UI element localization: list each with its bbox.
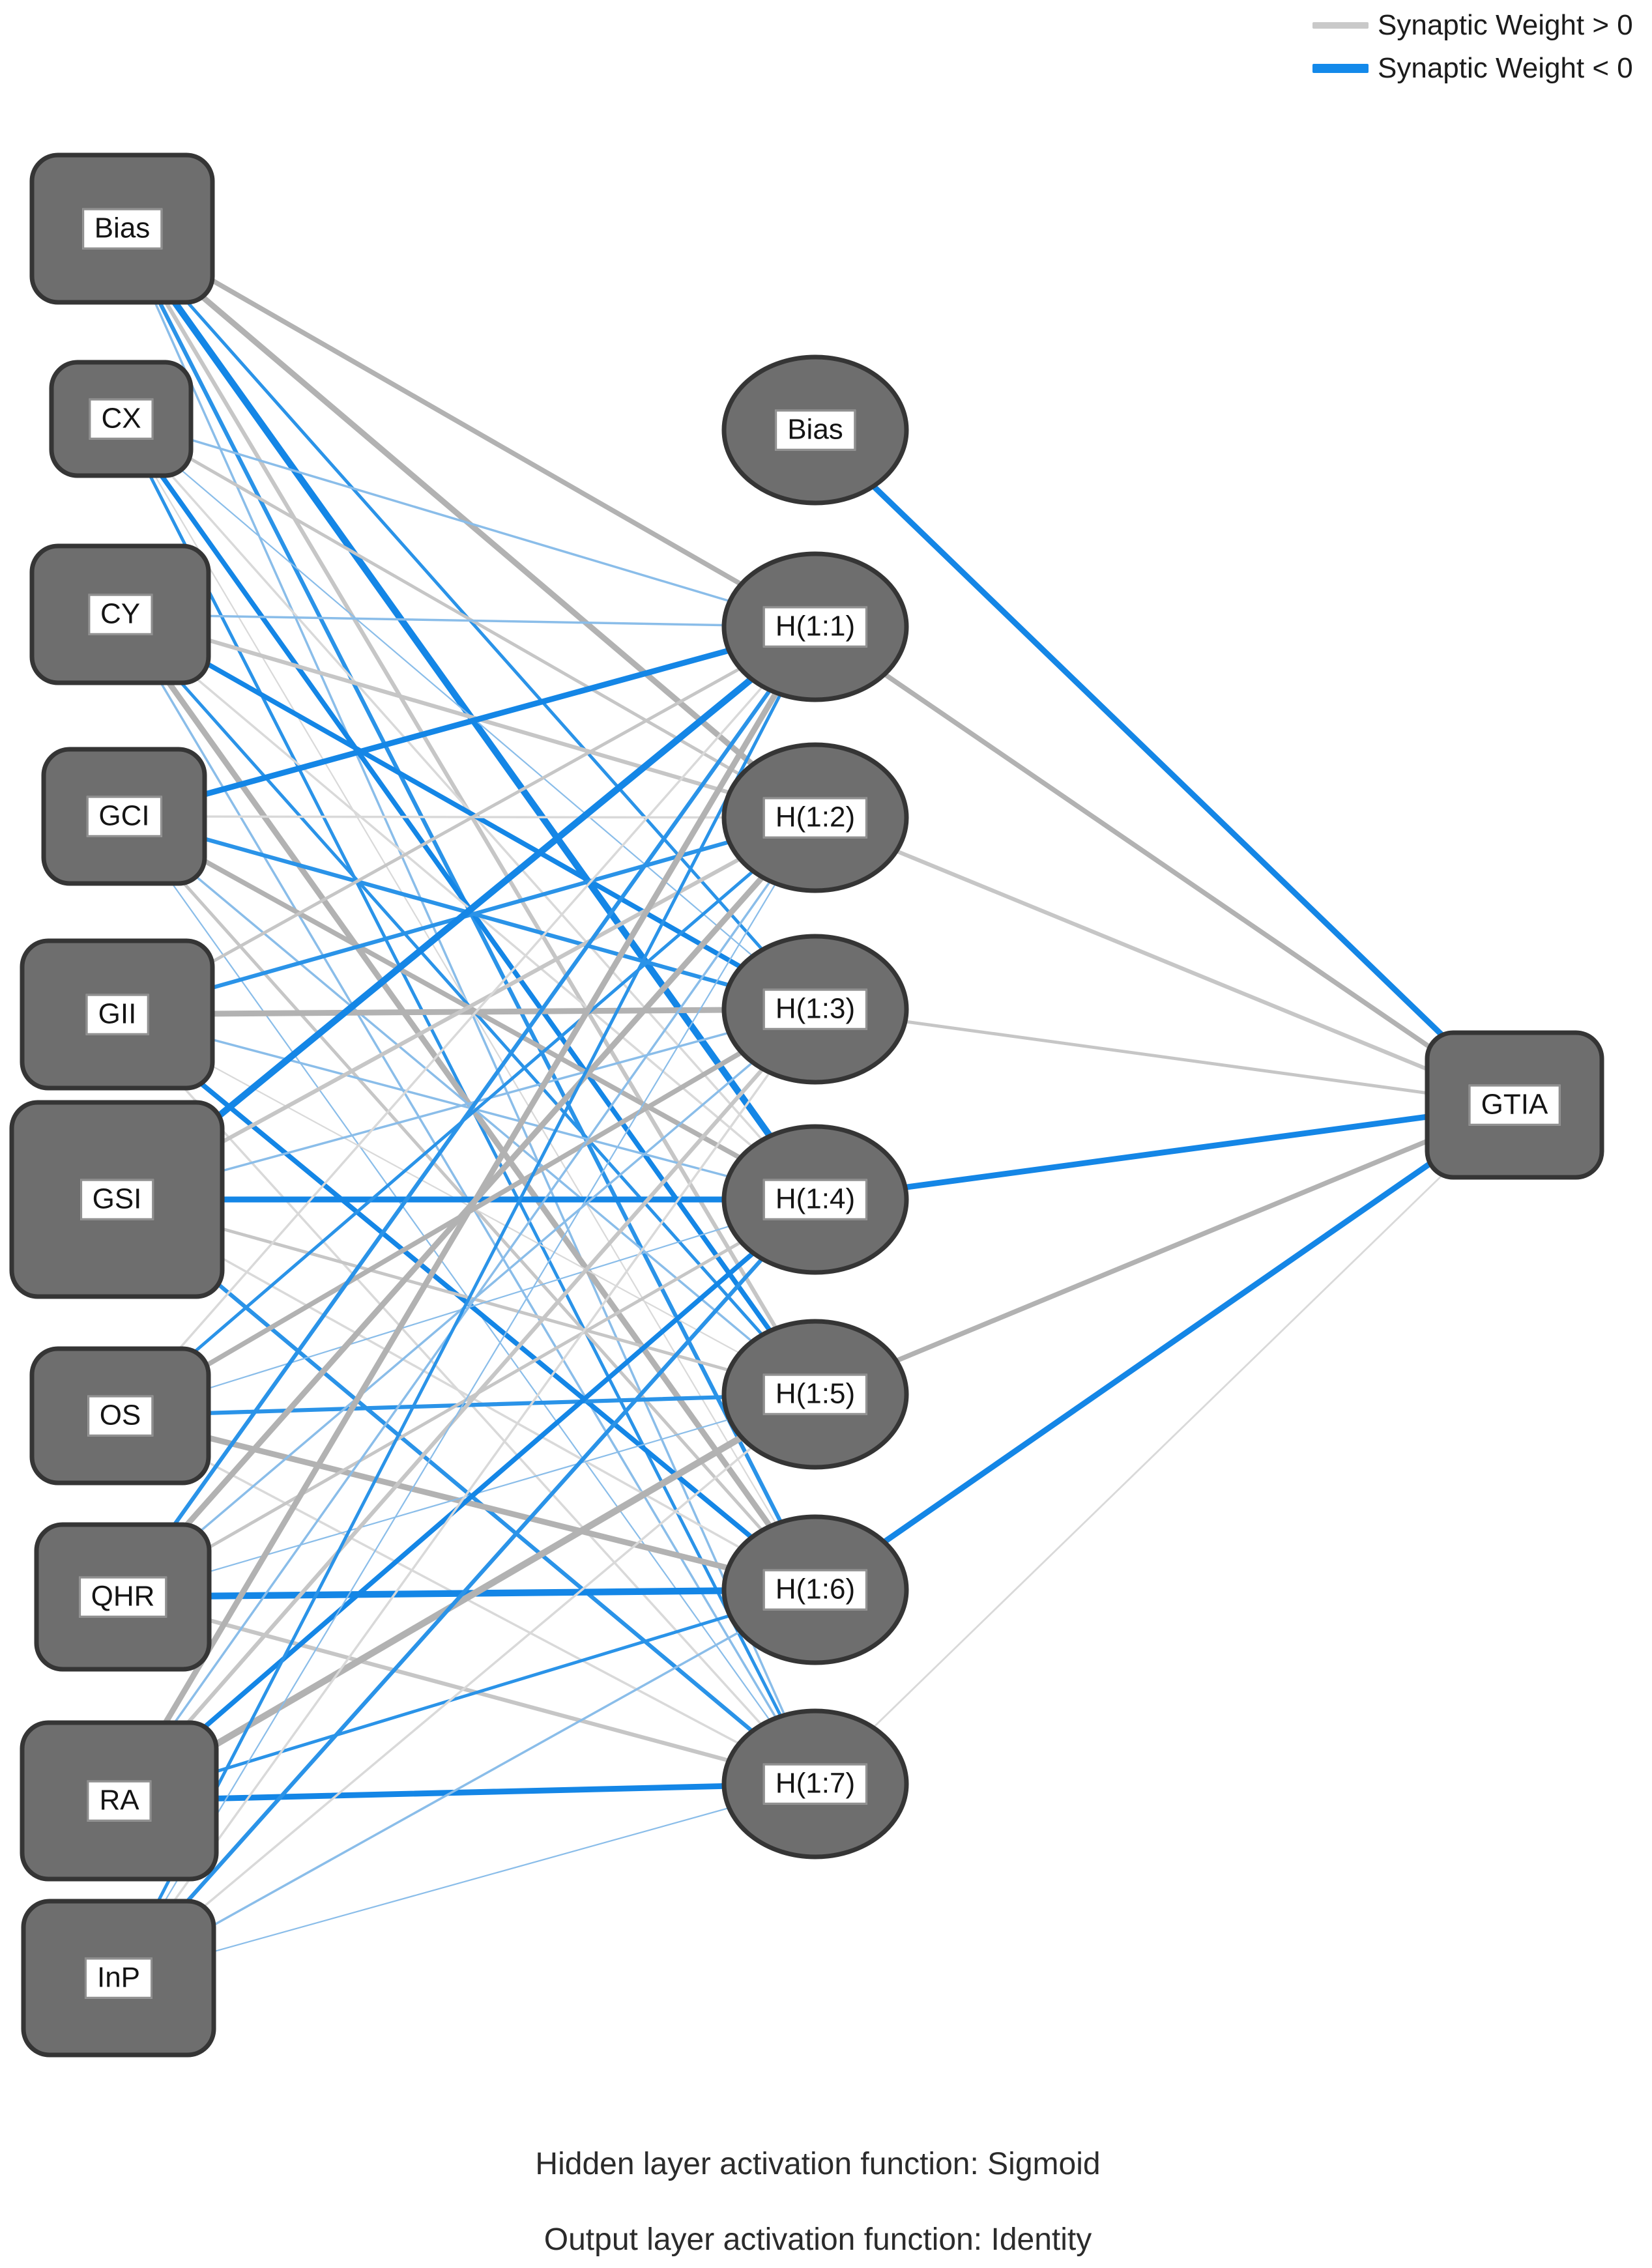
- synapse-input-hidden-line: [113, 623, 819, 1203]
- synapse-input-hidden-line: [119, 625, 817, 1417]
- synapse-input-hidden-line: [115, 1198, 817, 1591]
- synapse-input-hidden-line: [120, 418, 817, 1201]
- synapse-hidden-output-line: [812, 1102, 1518, 1203]
- synapse-input-hidden-line: [117, 1007, 818, 1803]
- synapse-hidden-output-line: [812, 427, 1518, 1108]
- synapse-input-hidden-line: [115, 815, 818, 1202]
- synapse-input-hidden-line: [115, 1390, 819, 1805]
- legend: Synaptic Weight > 0 Synaptic Weight < 0: [1312, 9, 1633, 85]
- input-node-ra: [20, 1720, 219, 1882]
- input-node-inp: [21, 1899, 216, 2058]
- input-node-cx: [49, 360, 194, 478]
- synapse-input-hidden-line: [116, 624, 819, 1804]
- synapse-input-hidden-line: [117, 1588, 817, 1979]
- synapse-input-hidden-line: [117, 625, 817, 1980]
- hidden-node-h11: [721, 551, 909, 702]
- input-node-os: [29, 1346, 211, 1486]
- legend-label-negative: Synaptic Weight < 0: [1378, 52, 1633, 84]
- synapse-input-hidden-line: [119, 226, 818, 629]
- synapse-input-hidden-line: [116, 1013, 817, 1201]
- synapse-hidden-output-line: [813, 624, 1517, 1108]
- synapse-input-hidden-line: [115, 1197, 818, 1787]
- output-node-gtia: [1425, 1030, 1604, 1180]
- hidden-node-h14: [721, 1124, 909, 1275]
- input-node-cy: [29, 543, 211, 685]
- hidden-node-h16: [721, 1514, 909, 1665]
- synapse-hidden-output-line: [813, 1007, 1516, 1107]
- synapse-input-hidden-line: [118, 816, 817, 1802]
- synapse-hidden-output-line: [813, 815, 1517, 1108]
- node-shapes-layer: [9, 152, 1604, 2058]
- negative-weight-line-icon: [1312, 64, 1369, 73]
- synapse-input-hidden-line: [115, 625, 817, 1016]
- hidden-node-h17: [721, 1708, 909, 1859]
- hidden-node-h15: [721, 1319, 909, 1470]
- synapse-input-hidden-line: [119, 613, 817, 1201]
- synapse-input-hidden-line: [118, 612, 818, 820]
- legend-row-positive: Synaptic Weight > 0: [1312, 9, 1633, 42]
- synapse-input-hidden-line: [117, 1588, 817, 1803]
- hidden-node-h13: [721, 934, 909, 1085]
- output-activation-note: Output layer activation function: Identi…: [543, 2222, 1092, 2257]
- synapse-input-hidden-line: [116, 1197, 818, 1981]
- synapse-input-hidden-line: [117, 816, 817, 1979]
- synapse-input-hidden-line: [121, 1594, 818, 1787]
- synapse-input-hidden-line: [121, 624, 819, 820]
- input-node-bias: [29, 152, 215, 305]
- positive-weight-line-icon: [1312, 22, 1369, 29]
- synapse-lines-layer: [113, 225, 1518, 1981]
- synapse-input-hidden-line: [117, 1783, 817, 1979]
- synapse-input-hidden-line: [117, 611, 819, 1593]
- synapse-input-hidden-line: [117, 1393, 817, 1979]
- legend-row-negative: Synaptic Weight < 0: [1312, 52, 1633, 85]
- input-node-gii: [20, 938, 215, 1091]
- synapse-input-hidden-line: [119, 613, 817, 628]
- synapse-input-hidden-line: [116, 1781, 819, 1804]
- hidden-node-bias: [721, 354, 909, 506]
- synapse-input-hidden-line: [115, 1008, 817, 1201]
- synapse-hidden-output-line: [814, 1104, 1516, 1785]
- synapse-input-hidden-line: [121, 1008, 817, 1598]
- synapse-input-hidden-line: [117, 1008, 817, 1979]
- synapse-input-hidden-line: [121, 1198, 817, 1599]
- synapse-input-hidden-line: [117, 1197, 818, 1803]
- synapse-input-hidden-line: [115, 1198, 817, 1396]
- synapse-input-hidden-line: [119, 417, 817, 820]
- input-node-qhr: [34, 1522, 212, 1672]
- hidden-activation-note: Hidden layer activation function: Sigmoi…: [535, 2147, 1101, 2181]
- synapse-input-hidden-line: [117, 612, 818, 1012]
- synapse-input-hidden-line: [120, 418, 817, 628]
- input-node-gci: [41, 747, 207, 886]
- hidden-node-h12: [721, 742, 909, 893]
- synapse-hidden-output-line: [813, 1102, 1517, 1397]
- synapse-input-hidden-line: [121, 624, 818, 1600]
- input-node-gsi: [9, 1100, 225, 1299]
- legend-label-positive: Synaptic Weight > 0: [1378, 9, 1633, 41]
- synapse-hidden-output-line: [812, 1102, 1518, 1593]
